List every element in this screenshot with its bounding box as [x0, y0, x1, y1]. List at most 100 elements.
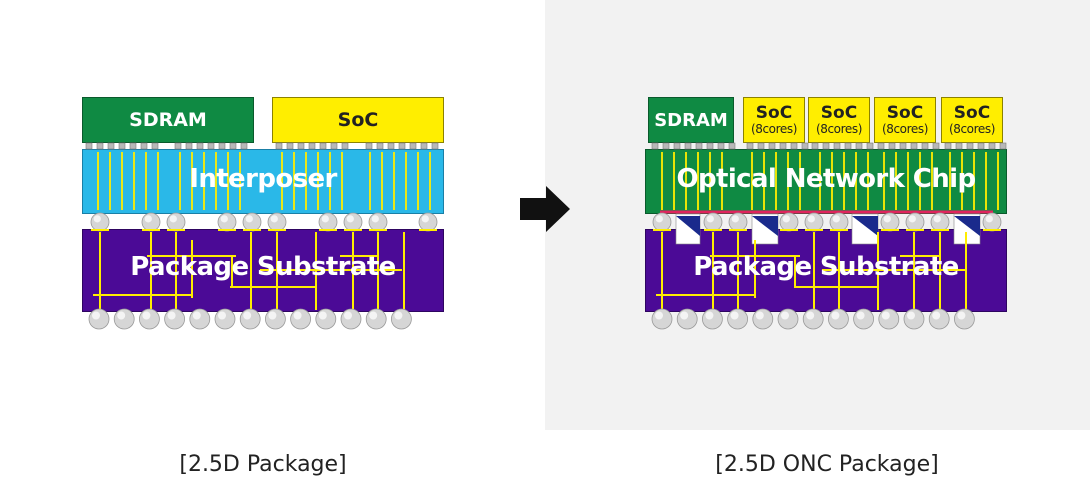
micro-bump [768, 142, 776, 150]
right-soc-label: SoC [953, 102, 991, 123]
solder-ball [217, 212, 237, 232]
solder-ball-highlight [344, 311, 352, 320]
solder-ball [802, 308, 824, 330]
solder-ball [853, 308, 874, 330]
left-sdram-chip: SDRAM [82, 97, 254, 143]
solder-ball-highlight [270, 215, 278, 223]
right-caption: [2.5D ONC Package] [715, 452, 939, 477]
solder-ball-highlight [318, 311, 327, 320]
solder-ball-highlight [92, 311, 100, 320]
micro-bump [921, 142, 929, 150]
solder-ball [368, 212, 388, 232]
micro-bump [85, 142, 93, 150]
solder-ball [651, 308, 673, 330]
solder-ball [343, 212, 363, 232]
solder-ball-highlight [218, 311, 226, 320]
solder-ball [982, 212, 1002, 232]
micro-bump [398, 142, 406, 150]
solder-ball-highlight [856, 311, 865, 320]
solder-ball-highlight [93, 215, 101, 223]
micro-bump [684, 142, 692, 150]
right-soc-sub: (8cores) [948, 121, 996, 136]
solder-ball [113, 308, 135, 330]
right-sdram-chip: SDRAM [648, 97, 734, 143]
solder-ball-highlight [117, 311, 126, 320]
solder-ball [676, 308, 698, 330]
micro-bump [866, 142, 874, 150]
solder-ball [727, 308, 748, 330]
solder-ball-highlight [243, 311, 252, 320]
solder-ball [340, 308, 362, 330]
right-soc-label: SoC [820, 102, 858, 123]
photodetector-icon [676, 216, 700, 236]
solder-ball [166, 212, 186, 232]
solder-ball-highlight [781, 311, 789, 320]
micro-bump [746, 142, 754, 150]
solder-ball [954, 308, 975, 330]
solder-ball [829, 212, 849, 232]
solder-ball [318, 212, 338, 232]
solder-ball [804, 212, 824, 232]
solder-ball [138, 308, 160, 330]
solder-ball [930, 212, 950, 232]
micro-bump [779, 142, 787, 150]
right-soc-sub: (8cores) [815, 121, 863, 136]
solder-ball [878, 308, 900, 330]
solder-ball [728, 212, 748, 232]
solder-ball-highlight [655, 215, 663, 223]
solder-ball [214, 308, 236, 330]
solder-ball [267, 212, 287, 232]
solder-ball [777, 308, 799, 330]
solder-ball-highlight [169, 215, 177, 223]
micro-bump [387, 142, 395, 150]
micro-bump [275, 142, 283, 150]
solder-ball-highlight [782, 215, 790, 223]
micro-bump [695, 142, 703, 150]
solder-ball-highlight [881, 311, 890, 320]
micro-bump [899, 142, 907, 150]
photodetector-icon [852, 216, 878, 236]
micro-bump [151, 142, 159, 150]
micro-bump [651, 142, 659, 150]
solder-ball [239, 308, 261, 330]
solder-ball [164, 308, 186, 330]
right-soc-chip: SoC (8cores) [808, 97, 870, 143]
solder-ball-highlight [957, 311, 966, 320]
solder-ball-highlight [346, 215, 354, 223]
solder-ball-highlight [908, 215, 916, 223]
solder-ball-highlight [369, 311, 378, 320]
solder-ball [928, 308, 950, 330]
solder-ball [290, 308, 312, 330]
micro-bump [966, 142, 974, 150]
solder-ball [242, 212, 262, 232]
solder-ball [141, 212, 161, 232]
solder-ball-highlight [730, 311, 739, 320]
micro-bump [409, 142, 417, 150]
solder-ball [703, 212, 723, 232]
solder-ball-highlight [933, 215, 941, 223]
solder-ball-highlight [144, 215, 152, 223]
micro-bump [910, 142, 918, 150]
micro-bump [833, 142, 841, 150]
micro-bump [297, 142, 305, 150]
micro-bump [932, 142, 940, 150]
micro-bump [844, 142, 852, 150]
solder-ball [189, 308, 211, 330]
right-arrow-icon [520, 186, 570, 232]
micro-bump [308, 142, 316, 150]
micro-bump [790, 142, 798, 150]
solder-ball-highlight [167, 311, 176, 320]
solder-ball [90, 212, 110, 232]
solder-ball [365, 308, 387, 330]
left-soc-label: SoC [337, 109, 379, 131]
solder-ball-highlight [831, 311, 840, 320]
right-sdram-label: SDRAM [654, 109, 728, 131]
micro-bump [196, 142, 204, 150]
micro-bump [96, 142, 104, 150]
micro-bump [822, 142, 830, 150]
photodetector-icon [954, 216, 980, 236]
micro-bump [207, 142, 215, 150]
solder-ball-highlight [293, 311, 302, 320]
right-soc-label: SoC [886, 102, 924, 123]
